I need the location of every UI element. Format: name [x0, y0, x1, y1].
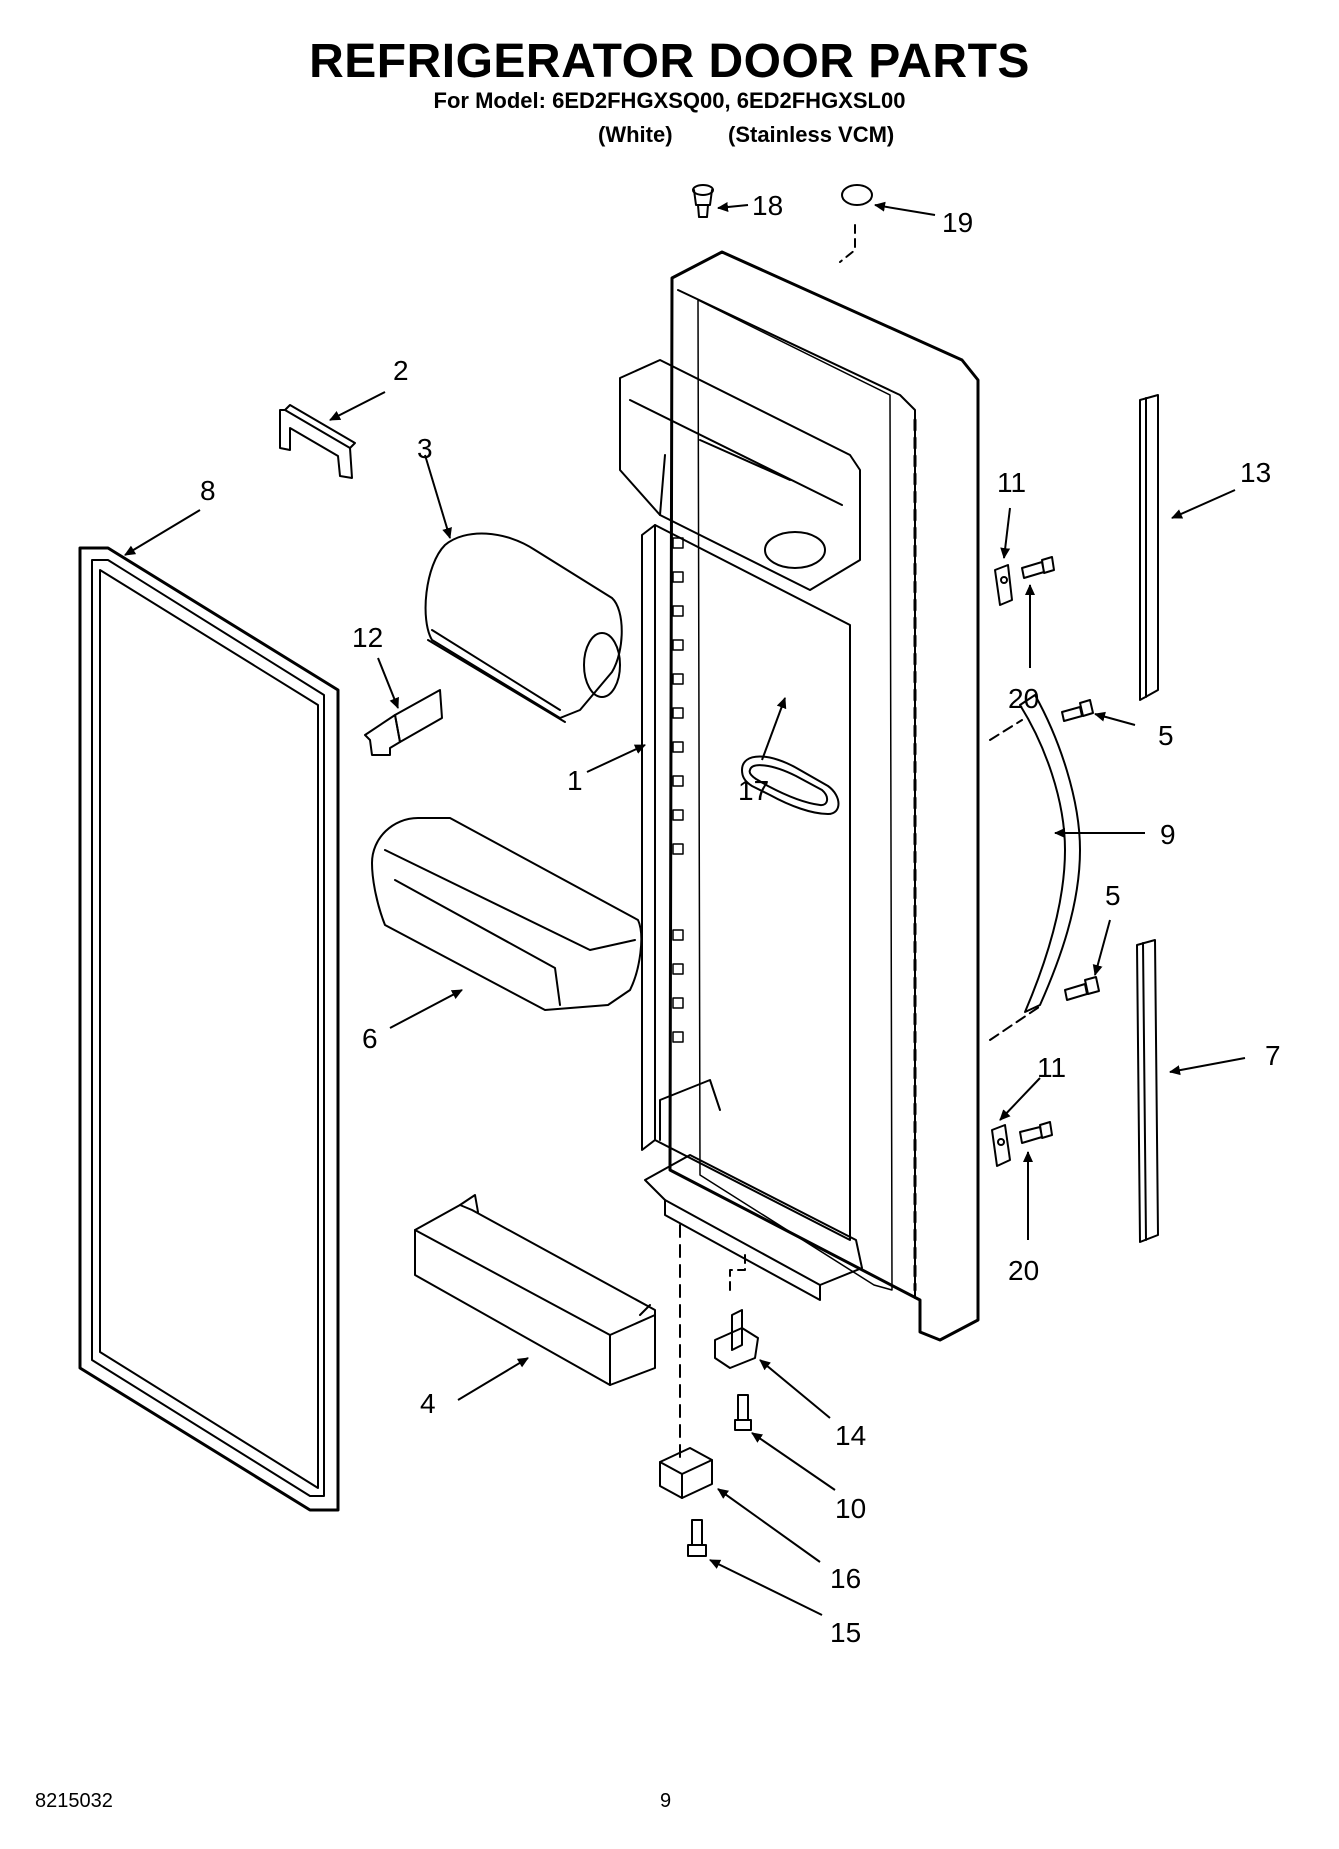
- part-7-trim-strip: [1136, 939, 1159, 1243]
- callout-15: 15: [830, 1617, 861, 1648]
- door-liner-part: [619, 250, 980, 1342]
- part-13-trim-strip: [1139, 394, 1159, 701]
- callout-5-lower: 5: [1105, 880, 1121, 911]
- part-15-screw: [687, 1519, 707, 1557]
- part-19-gasket-ring: [839, 184, 873, 263]
- part-11-hinge-upper: [994, 564, 1013, 606]
- callout-3: 3: [417, 433, 433, 464]
- door-gasket-part: [78, 546, 340, 1512]
- finish-white-label: (White): [598, 122, 673, 147]
- callout-7: 7: [1265, 1040, 1281, 1071]
- model-line: For Model: 6ED2FHGXSQ00, 6ED2FHGXSL00: [433, 88, 906, 113]
- part-18-plug: [692, 184, 714, 218]
- finish-stainless-label: (Stainless VCM): [728, 122, 895, 147]
- callout-19: 19: [942, 207, 973, 238]
- callout-16: 16: [830, 1563, 861, 1594]
- callout-6: 6: [362, 1023, 378, 1054]
- callout-20-upper: 20: [1008, 683, 1039, 714]
- callout-20-lower: 20: [1008, 1255, 1039, 1286]
- callout-4: 4: [420, 1388, 436, 1419]
- document-number: 8215032: [35, 1790, 113, 1812]
- part-10-screw: [734, 1394, 752, 1431]
- callout-13: 13: [1240, 457, 1271, 488]
- callout-5-upper: 5: [1158, 720, 1174, 751]
- callout-18: 18: [752, 190, 783, 221]
- part-12-bracket: [364, 689, 443, 756]
- callout-11-lower: 11: [1037, 1052, 1066, 1083]
- callout-11-upper: 11: [997, 467, 1026, 498]
- part-20-screws: [1019, 556, 1055, 1144]
- part-14-hinge-pin-block: [714, 1254, 759, 1369]
- callout-1: 1: [567, 765, 583, 796]
- part-3-dairy-door: [424, 532, 623, 723]
- part-16-hinge-bracket: [659, 1447, 713, 1499]
- callout-17: 17: [738, 775, 769, 806]
- callout-9: 9: [1160, 819, 1176, 850]
- leader-arrows: [124, 201, 1246, 1616]
- page-number: 9: [660, 1790, 672, 1812]
- part-5-screws: [1061, 699, 1100, 1001]
- callout-8: 8: [200, 475, 216, 506]
- callout-2: 2: [393, 355, 409, 386]
- callout-10: 10: [835, 1493, 866, 1524]
- part-4-shelf-bar: [414, 1194, 656, 1386]
- part-17-oval-trim: [741, 755, 840, 815]
- part-11-hinge-lower: [991, 1124, 1011, 1167]
- callout-12: 12: [352, 622, 383, 653]
- page-title: REFRIGERATOR DOOR PARTS: [309, 35, 1030, 88]
- callout-14: 14: [835, 1420, 866, 1451]
- part-9-handle: [989, 694, 1081, 1041]
- part-6-door-bin: [371, 817, 643, 1011]
- part-2-clip: [279, 404, 356, 479]
